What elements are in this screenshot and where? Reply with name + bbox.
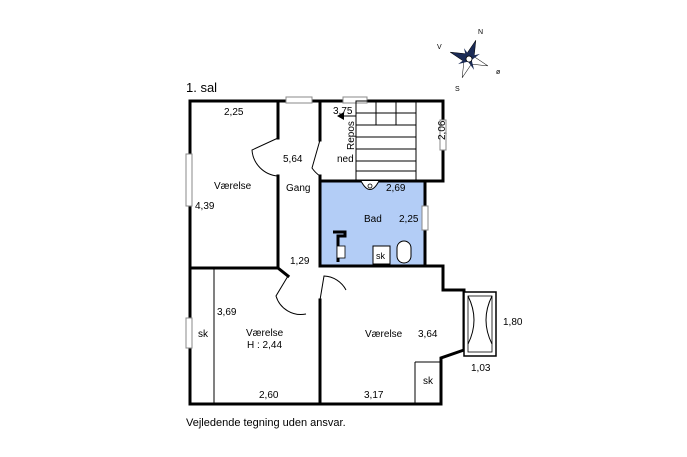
- dimension-5-64: 5,64: [283, 154, 303, 165]
- compass-rose-icon: [450, 40, 488, 78]
- doors: [251, 137, 347, 315]
- compass-o: ø: [496, 69, 501, 76]
- dimension-1-29: 1,29: [290, 256, 310, 267]
- compass-s: S: [455, 86, 460, 93]
- dimension-3-64: 3,64: [418, 329, 438, 340]
- dimension-2-25-bad: 2,25: [399, 214, 419, 225]
- dimension-2-69: 2,69: [386, 183, 406, 194]
- dimension-1-80: 1,80: [503, 317, 523, 328]
- plan-title: 1. sal: [186, 80, 217, 95]
- disclaimer-note: Vejledende tegning uden ansvar.: [186, 417, 346, 429]
- bathroom-fixtures: [333, 180, 412, 265]
- closets: [213, 268, 441, 404]
- dimension-2-06: 2,06: [437, 120, 448, 140]
- balcony: [463, 291, 497, 357]
- room-label-gang: Gang: [286, 183, 310, 194]
- dimension-2-25-top: 2,25: [224, 107, 244, 118]
- windows: [185, 96, 447, 349]
- room-label-vaerelse-top-left: Værelse: [214, 181, 252, 192]
- compass-n: N: [478, 29, 483, 36]
- room-label-vaerelse-bottom-left: Værelse: [246, 328, 284, 339]
- dimension-4-39: 4,39: [195, 201, 215, 212]
- dimension-3-69: 3,69: [217, 307, 237, 318]
- room-label-ned: ned: [337, 154, 354, 165]
- dimension-2-60: 2,60: [259, 390, 279, 401]
- closet-label-bath: sk: [376, 251, 386, 261]
- dimension-1-03: 1,03: [471, 363, 491, 374]
- room-label-vaerelse-right: Værelse: [365, 329, 403, 340]
- compass-v: V: [437, 44, 442, 51]
- room-label-height: H : 2,44: [247, 340, 282, 351]
- staircase: [337, 100, 417, 182]
- closet-label-right: sk: [423, 376, 434, 387]
- closet-label-left: sk: [198, 329, 209, 340]
- dimension-3-17: 3,17: [364, 390, 384, 401]
- dimension-3-75: 3,75: [333, 106, 353, 117]
- room-label-bad: Bad: [364, 214, 382, 225]
- room-label-repos: Repos: [346, 121, 357, 150]
